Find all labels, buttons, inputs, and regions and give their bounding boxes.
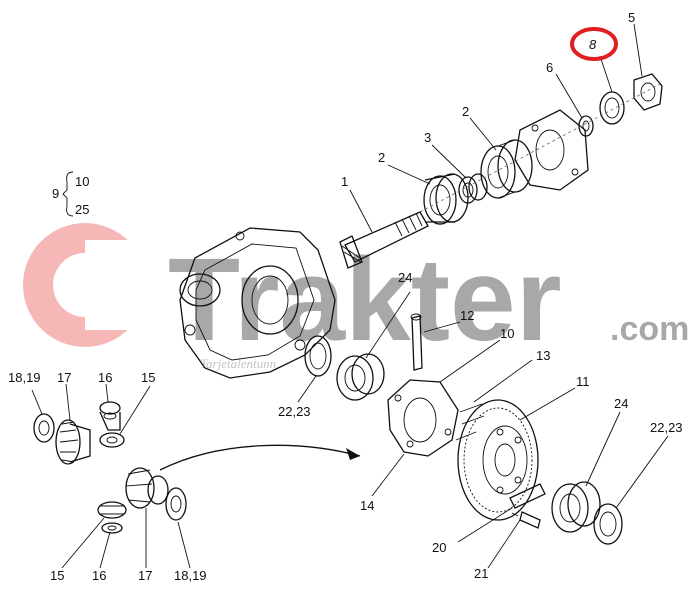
leader-lines xyxy=(31,23,669,569)
watermark-brand: Trakter xyxy=(168,234,562,366)
highlight-label: 8 xyxy=(589,37,597,52)
washer-15-top xyxy=(99,432,125,448)
differential-case xyxy=(387,379,459,457)
pinion-gear-16-top xyxy=(99,401,121,431)
callout-17a[interactable]: 17 xyxy=(57,370,71,385)
watermark-suffix: .com xyxy=(610,310,689,348)
callout-13[interactable]: 13 xyxy=(536,348,550,363)
callout-1[interactable]: 1 xyxy=(341,174,348,189)
shim-22-23-right xyxy=(593,503,623,545)
bearing-24-right xyxy=(551,481,601,533)
callout-labels: 1 2 2 3 5 6 10 11 12 13 14 15 15 16 16 1… xyxy=(8,10,683,583)
callout-20[interactable]: 20 xyxy=(432,540,446,555)
thrust-washer-18-19-left xyxy=(33,413,55,443)
pinion-gear-15-bottom xyxy=(97,501,127,519)
callout-21[interactable]: 21 xyxy=(474,566,488,581)
pinion-shaft xyxy=(339,211,429,269)
group-label-main: 9 xyxy=(52,186,59,201)
bolts-13 xyxy=(455,403,485,441)
ring-8 xyxy=(599,91,625,125)
callout-15b[interactable]: 15 xyxy=(50,568,64,583)
callout-14[interactable]: 14 xyxy=(360,498,374,513)
callout-3[interactable]: 3 xyxy=(424,130,431,145)
side-gear-17-left xyxy=(55,419,91,465)
bearing-2-lower xyxy=(423,173,469,225)
callout-24a[interactable]: 24 xyxy=(398,270,412,285)
group-label: 9 10 25 xyxy=(52,171,89,217)
callout-6[interactable]: 6 xyxy=(546,60,553,75)
callout-10[interactable]: 10 xyxy=(500,326,514,341)
group-bracket xyxy=(62,171,74,217)
side-gear-17-right xyxy=(125,467,169,509)
cross-pin-12 xyxy=(410,313,423,371)
gear-logo-icon xyxy=(23,223,155,347)
bearing-2-upper xyxy=(480,139,533,199)
spacer-3 xyxy=(458,173,488,204)
group-label-sub-top: 10 xyxy=(75,174,89,189)
callout-16a[interactable]: 16 xyxy=(98,370,112,385)
highlight-part-8[interactable]: 8 xyxy=(570,27,618,61)
callout-11[interactable]: 11 xyxy=(576,374,590,389)
bolt-21 xyxy=(511,511,541,529)
nut-5 xyxy=(633,73,663,111)
washer-6 xyxy=(578,115,594,137)
group-label-sub-bottom: 25 xyxy=(75,202,89,217)
callout-22-23b[interactable]: 22,23 xyxy=(650,420,683,435)
callout-18-19b[interactable]: 18,19 xyxy=(174,568,207,583)
washer-16-bottom xyxy=(101,522,123,534)
callout-16b[interactable]: 16 xyxy=(92,568,106,583)
callout-2a[interactable]: 2 xyxy=(378,150,385,165)
callout-22-23a[interactable]: 22,23 xyxy=(278,404,311,419)
shim-22-23-left xyxy=(304,335,332,377)
assembly-arrow-icon xyxy=(159,444,361,471)
watermark: Trakter .com Tarjetalentunn xyxy=(23,223,689,371)
callout-24b[interactable]: 24 xyxy=(614,396,628,411)
ring-gear-11 xyxy=(457,399,539,521)
callout-12[interactable]: 12 xyxy=(460,308,474,323)
watermark-tagline: Tarjetalentunn xyxy=(200,356,276,371)
callout-18-19a[interactable]: 18,19 xyxy=(8,370,41,385)
bearing-24-left xyxy=(336,353,385,401)
thrust-washer-18-19-right xyxy=(165,487,187,521)
callout-2b[interactable]: 2 xyxy=(462,104,469,119)
callout-5[interactable]: 5 xyxy=(628,10,635,25)
callout-17b[interactable]: 17 xyxy=(138,568,152,583)
lock-plate-20 xyxy=(509,483,546,509)
callout-15a[interactable]: 15 xyxy=(141,370,155,385)
bearing-cover-flange xyxy=(514,109,589,191)
